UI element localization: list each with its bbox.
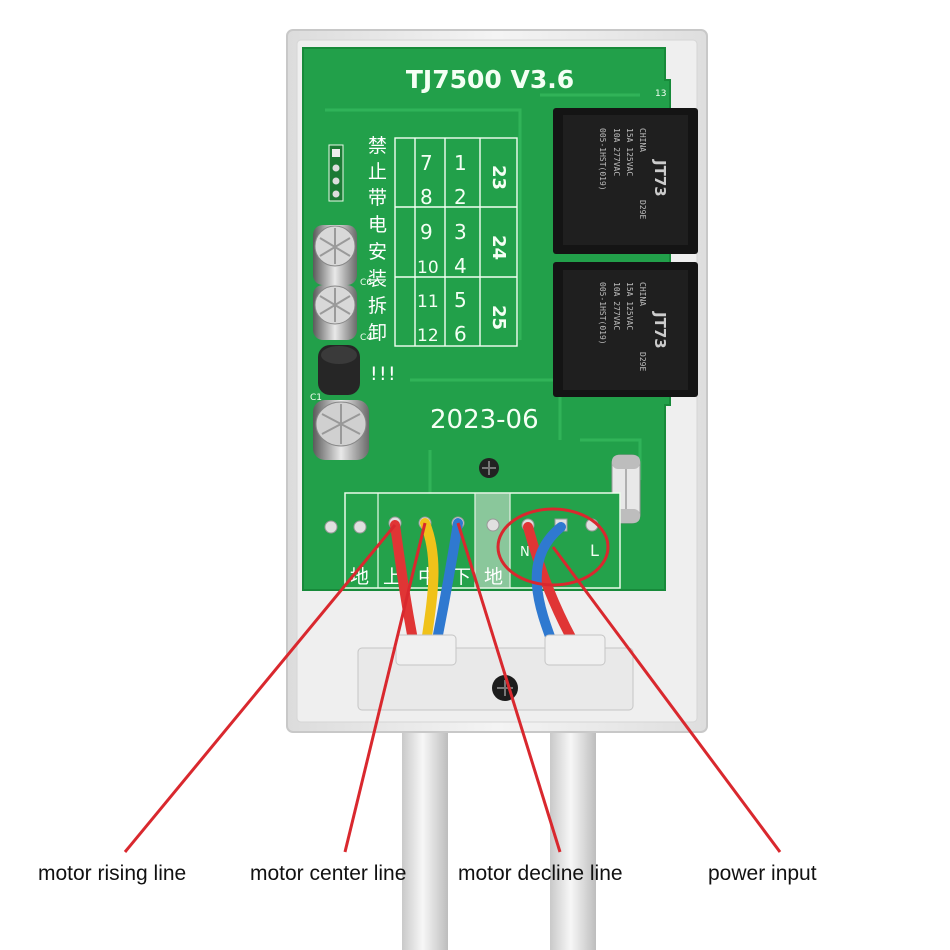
wire-yellow-center: [420, 518, 439, 655]
svg-text:拆: 拆: [368, 295, 387, 317]
power-input-highlight: [496, 507, 610, 587]
svg-text:12: 12: [417, 326, 439, 346]
svg-text:JT73: JT73: [651, 311, 669, 349]
capacitor-c6: [313, 225, 357, 285]
svg-text:N: N: [520, 545, 530, 560]
svg-text:23: 23: [488, 165, 509, 190]
svg-text:下: 下: [452, 566, 471, 588]
wire-red-rising: [390, 520, 420, 655]
board-screw: [479, 458, 499, 478]
center-line-pointer: [343, 522, 427, 853]
decline-line-pointer: [456, 522, 562, 853]
board-model: TJ7500 V3.6: [406, 65, 574, 94]
relay-1: 005-1HST(019) 10A 277VAC 15A 125VAC CHIN…: [553, 108, 698, 254]
svg-text:卸: 卸: [368, 322, 387, 344]
capacitor-c4: [313, 285, 357, 340]
rising-line-pointer: [123, 524, 397, 853]
caption-motor-decline-line: motor decline line: [458, 862, 623, 885]
svg-text:24: 24: [488, 235, 509, 260]
svg-text:25: 25: [488, 305, 509, 330]
svg-text:安: 安: [368, 241, 387, 263]
svg-text:!: !: [370, 363, 378, 385]
caption-motor-rising-line: motor rising line: [38, 862, 187, 885]
svg-text:3: 3: [454, 220, 467, 244]
svg-text:电: 电: [368, 214, 387, 236]
svg-text:D29E: D29E: [638, 352, 647, 371]
svg-text:JT73: JT73: [651, 159, 669, 197]
svg-text:带: 带: [368, 187, 387, 209]
cable-left: [402, 690, 448, 950]
svg-text:005-1HST(019): 005-1HST(019): [598, 128, 607, 191]
caption-power-input: power input: [708, 862, 817, 885]
relay-2: 005-1HST(019) 10A 277VAC 15A 125VAC CHIN…: [553, 262, 698, 397]
svg-text:地: 地: [484, 566, 503, 588]
wire-blue-decline: [430, 518, 463, 655]
svg-text:D29E: D29E: [638, 200, 647, 219]
svg-text:CHINA: CHINA: [638, 282, 647, 306]
svg-text:CHINA: CHINA: [638, 128, 647, 152]
svg-text:8: 8: [420, 185, 433, 209]
board-date-code: 2023-06: [430, 405, 539, 435]
svg-text:10A 277VAC: 10A 277VAC: [612, 128, 621, 176]
caption-motor-center-line: motor center line: [250, 862, 407, 885]
inductor-black: [318, 345, 360, 395]
svg-text:!: !: [388, 363, 396, 385]
code-table: [394, 137, 518, 347]
cap-label-c6: C6: [360, 278, 372, 288]
code-table-text: 23 24 25 1 2 3 4 5 6 7 8 9 10 11 12: [417, 151, 509, 346]
annotation-lines: [123, 522, 782, 853]
cap-label-c1: C1: [310, 393, 322, 403]
svg-text:禁: 禁: [368, 135, 387, 157]
header-connector: [328, 144, 344, 202]
svg-text:L: L: [590, 541, 599, 560]
svg-text:15A 125VAC: 15A 125VAC: [625, 282, 634, 330]
svg-text:15A 125VAC: 15A 125VAC: [625, 128, 634, 176]
svg-text:1: 1: [454, 151, 467, 175]
cap-label-c4: C4: [360, 333, 372, 343]
svg-text:止: 止: [368, 161, 387, 183]
board-corner-mark: 13: [655, 89, 666, 99]
warning-text-column: 禁 止 带 电 安 装 拆 卸 ! ! !: [368, 135, 396, 385]
svg-text:10A 277VAC: 10A 277VAC: [612, 282, 621, 330]
svg-text:2: 2: [454, 185, 467, 209]
svg-text:11: 11: [417, 292, 439, 312]
capacitor-large: [313, 400, 369, 460]
svg-text:6: 6: [454, 322, 467, 346]
svg-text:10: 10: [417, 258, 439, 278]
svg-text:4: 4: [454, 254, 467, 278]
svg-text:9: 9: [420, 220, 433, 244]
power-input-pointer: [551, 546, 782, 853]
svg-text:005-1HST(019): 005-1HST(019): [598, 282, 607, 345]
cable-right: [550, 690, 596, 950]
svg-text:5: 5: [454, 288, 467, 312]
svg-text:7: 7: [420, 151, 433, 175]
svg-text:!: !: [379, 363, 387, 385]
svg-text:装: 装: [368, 268, 387, 290]
